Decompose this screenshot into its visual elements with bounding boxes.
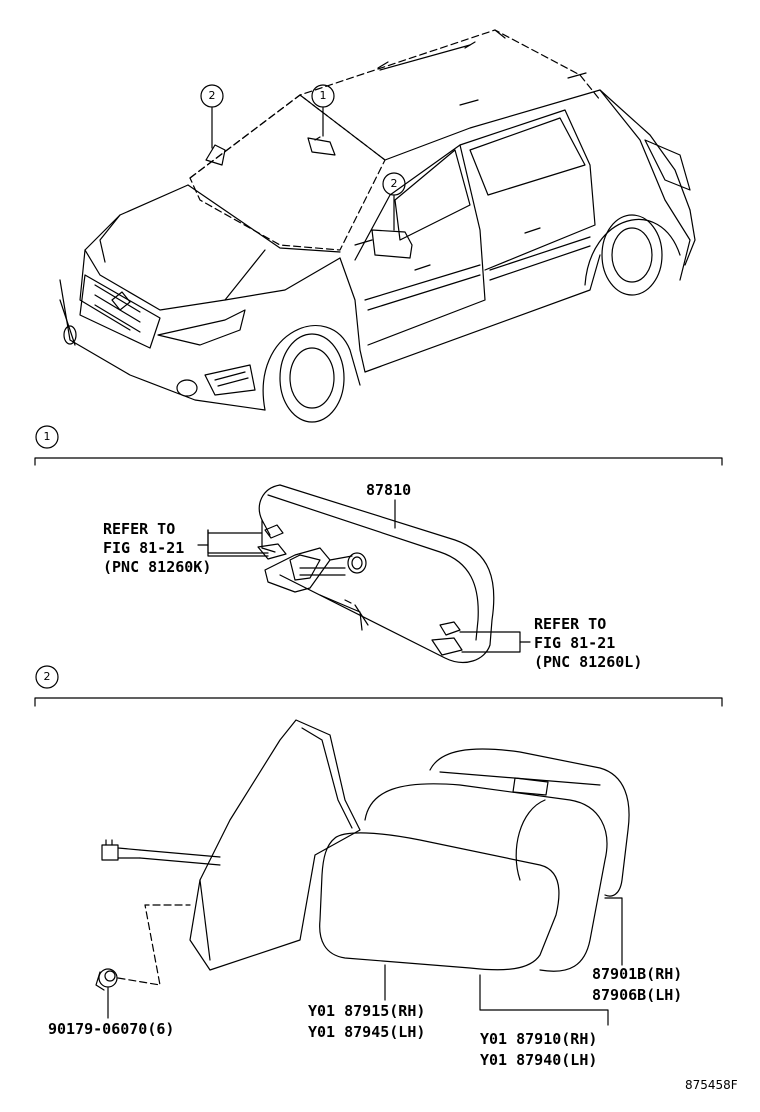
callout-circle: [311, 84, 335, 108]
mirror-glass-lh: Y01 87945(LH): [308, 1023, 426, 1041]
outer-mirror-illustration: [95, 719, 630, 991]
inner-mirror-illustration: [257, 484, 495, 663]
mirror-glass-rh: Y01 87915(RH): [308, 1002, 426, 1020]
callout-number: 2: [208, 89, 216, 102]
leader-assy: [479, 974, 609, 1026]
callout-circle: [200, 84, 224, 108]
cover-lh: 87906B(LH): [592, 986, 683, 1004]
bolt-part-number: 90179-06070(6): [48, 1020, 175, 1038]
callout-number: 2: [390, 177, 398, 190]
section-bracket: [34, 457, 723, 466]
refer-bracket-left: [207, 529, 269, 554]
refer-right-line-3: (PNC 81260L): [534, 653, 643, 671]
refer-right-line-1: REFER TO: [534, 615, 607, 633]
leader-cover: [604, 897, 623, 966]
callout-circle: [382, 172, 406, 196]
refer-left-line-1: REFER TO: [103, 520, 176, 538]
section-1-number: 1: [43, 430, 51, 443]
callout-number: 1: [319, 89, 327, 102]
part-number-87810: 87810: [366, 481, 412, 499]
section-marker-circle: [35, 665, 59, 689]
refer-right-line-2: FIG 81-21: [534, 634, 616, 652]
mirror-assy-lh: Y01 87940(LH): [480, 1051, 598, 1069]
illustration-code: 875458F: [685, 1078, 738, 1092]
cover-rh: 87901B(RH): [592, 965, 683, 983]
refer-bracket-left-lower: [207, 529, 269, 557]
vehicle-illustration: [59, 29, 696, 423]
mirror-assy-rh: Y01 87910(RH): [480, 1030, 598, 1048]
refer-left-line-3: (PNC 81260K): [103, 558, 212, 576]
section-2-number: 2: [43, 670, 51, 683]
section-bracket: [34, 697, 723, 707]
section-marker-circle: [35, 425, 59, 449]
refer-left-line-2: FIG 81-21: [103, 539, 185, 557]
